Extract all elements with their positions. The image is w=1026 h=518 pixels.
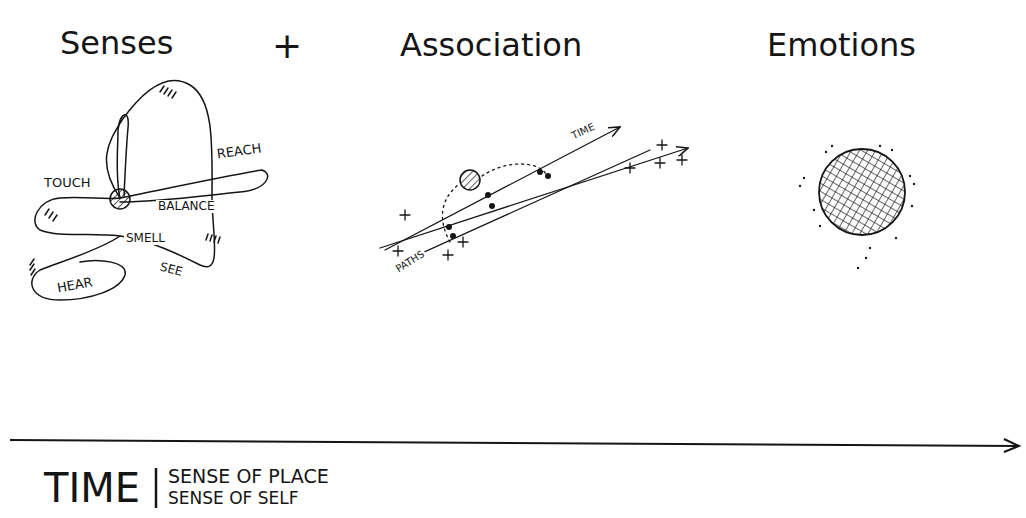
timeline-note: SENSE OF PLACE bbox=[166, 466, 331, 487]
sense-label: BALANCE bbox=[156, 200, 217, 213]
timeline-arrow bbox=[10, 440, 1018, 446]
scatter-dots bbox=[799, 145, 915, 269]
axis-label: TIME bbox=[568, 120, 598, 142]
hatched-dot bbox=[460, 170, 480, 190]
timeline-title: TIME bbox=[42, 466, 142, 510]
sense-label: HEAR bbox=[54, 275, 96, 296]
senses-loops bbox=[30, 80, 268, 300]
association-lines bbox=[380, 127, 688, 262]
sense-label: SMELL bbox=[124, 232, 167, 245]
emotion-ball bbox=[819, 149, 905, 235]
sense-label: REACH bbox=[214, 141, 264, 162]
divider-bar bbox=[155, 468, 158, 508]
intersection-dots bbox=[446, 169, 551, 239]
sense-label: TOUCH bbox=[42, 176, 93, 190]
sense-label: SEE bbox=[157, 260, 186, 280]
heading: Emotions bbox=[765, 28, 918, 63]
arrow-head bbox=[1004, 439, 1019, 452]
heading: Senses bbox=[58, 26, 175, 61]
hatched-dot bbox=[110, 189, 130, 209]
timeline-note: SENSE OF SELF bbox=[166, 489, 301, 508]
plus-sign: + bbox=[270, 26, 304, 66]
heading: Association bbox=[398, 28, 584, 63]
